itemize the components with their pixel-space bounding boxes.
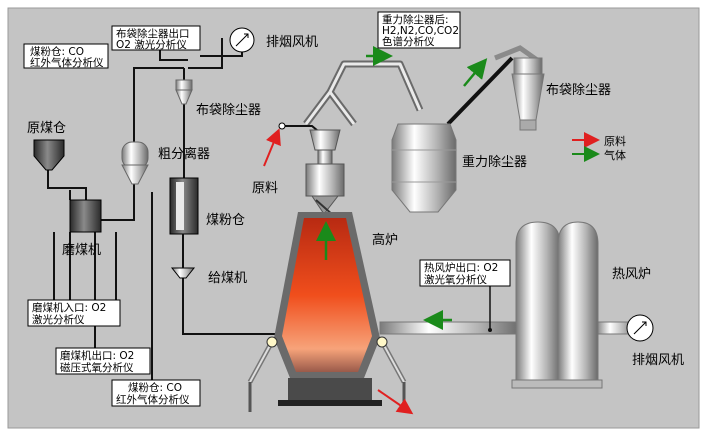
analyzer-stove-outlet-line1: 热风炉出口: O2 [424, 261, 498, 274]
analyzer-gravity-after-line3: 色谱分析仪 [382, 35, 435, 48]
analyzer-mill-outlet: 磨煤机出口: O2 磁压式氧分析仪 [55, 347, 151, 375]
analyzer-pulverized-bin-co: 煤粉仓: CO 红外气体分析仪 [111, 379, 201, 407]
hot-blast-pipe [379, 321, 521, 335]
label-coal-feeder: 给煤机 [208, 271, 247, 286]
coal-mill-shape [69, 199, 102, 233]
exhaust-fan-top-shape [229, 27, 255, 53]
analyzer-coal-bin-co: 煤粉仓: CO 红外气体分析仪 [23, 43, 109, 69]
analyzer-stove-outlet: 热风炉出口: O2 激光氧分析仪 [419, 259, 511, 287]
analyzer-mill-inlet-line1: 磨煤机入口: O2 [32, 301, 106, 314]
coal-feeder-shape [170, 267, 196, 279]
analyzer-pulverized-bin-co-line1: 煤粉仓: CO [128, 381, 182, 394]
analyzer-bag-filter-outlet-line2: O2 激光分析仪 [116, 38, 187, 51]
gravity-dust-collector-shape [391, 123, 457, 213]
analyzer-gravity-after-line1: 重力除尘器后: [382, 13, 449, 26]
legend-material-label: 原料 [604, 134, 626, 148]
label-pulverized-coal-bin: 煤粉仓 [206, 213, 245, 228]
exhaust-fan-bottom-shape [626, 314, 654, 342]
bag-filter-right-shape [511, 57, 545, 131]
label-raw-material: 原料 [252, 181, 278, 196]
analyzer-mill-inlet-line2: 激光分析仪 [32, 313, 85, 326]
coarse-separator-shape [121, 141, 149, 185]
analyzer-bag-filter-outlet-line1: 布袋除尘器出口 [116, 27, 190, 40]
legend-gas-label: 气体 [604, 148, 626, 162]
analyzer-pulverized-bin-co-line2: 红外气体分析仪 [116, 393, 190, 406]
pipe-network [47, 38, 288, 380]
label-coal-mill: 磨煤机 [62, 243, 101, 258]
analyzer-gravity-after: 重力除尘器后: H2,N2,CO,CO2 色谱分析仪 [377, 11, 461, 49]
analyzer-bag-filter-outlet: 布袋除尘器出口 O2 激光分析仪 [111, 25, 201, 51]
bag-filter-top-shape [175, 79, 193, 105]
label-gravity-dust-collector: 重力除尘器 [462, 154, 527, 170]
analyzer-gravity-after-line2: H2,N2,CO,CO2 [382, 25, 459, 37]
raw-material-arrow [263, 128, 281, 167]
label-exhaust-fan-bottom: 排烟风机 [632, 353, 684, 368]
analyzer-coal-bin-co-line1: 煤粉仓: CO [30, 45, 84, 58]
blast-furnace-top [305, 129, 345, 217]
hot-blast-stove-shape [511, 221, 603, 389]
analyzer-mill-inlet: 磨煤机入口: O2 激光分析仪 [27, 299, 121, 327]
raw-coal-bin-shape [33, 139, 65, 171]
gas-flow-arrow-collector [463, 58, 488, 87]
blast-furnace-body [247, 212, 414, 415]
label-hot-blast-stove: 热风炉 [612, 267, 651, 282]
label-coarse-separator: 粗分离器 [158, 146, 210, 162]
analyzer-mill-outlet-line1: 磨煤机出口: O2 [60, 349, 134, 362]
gravity-to-bag-pipe [446, 56, 514, 126]
legend: 原料 气体 [572, 132, 626, 162]
label-raw-coal-bin: 原煤仓 [27, 121, 66, 136]
analyzer-coal-bin-co-line2: 红外气体分析仪 [30, 56, 104, 69]
analyzer-mill-outlet-line2: 磁压式氧分析仪 [60, 361, 134, 374]
label-bag-filter-right: 布袋除尘器 [546, 83, 611, 98]
analyzer-stove-outlet-line2: 激光氧分析仪 [424, 273, 487, 286]
label-exhaust-fan-top: 排烟风机 [266, 35, 318, 50]
pulverized-coal-bin-shape [169, 177, 199, 235]
label-blast-furnace: 高炉 [372, 232, 398, 248]
label-bag-filter-top: 布袋除尘器 [196, 103, 261, 118]
